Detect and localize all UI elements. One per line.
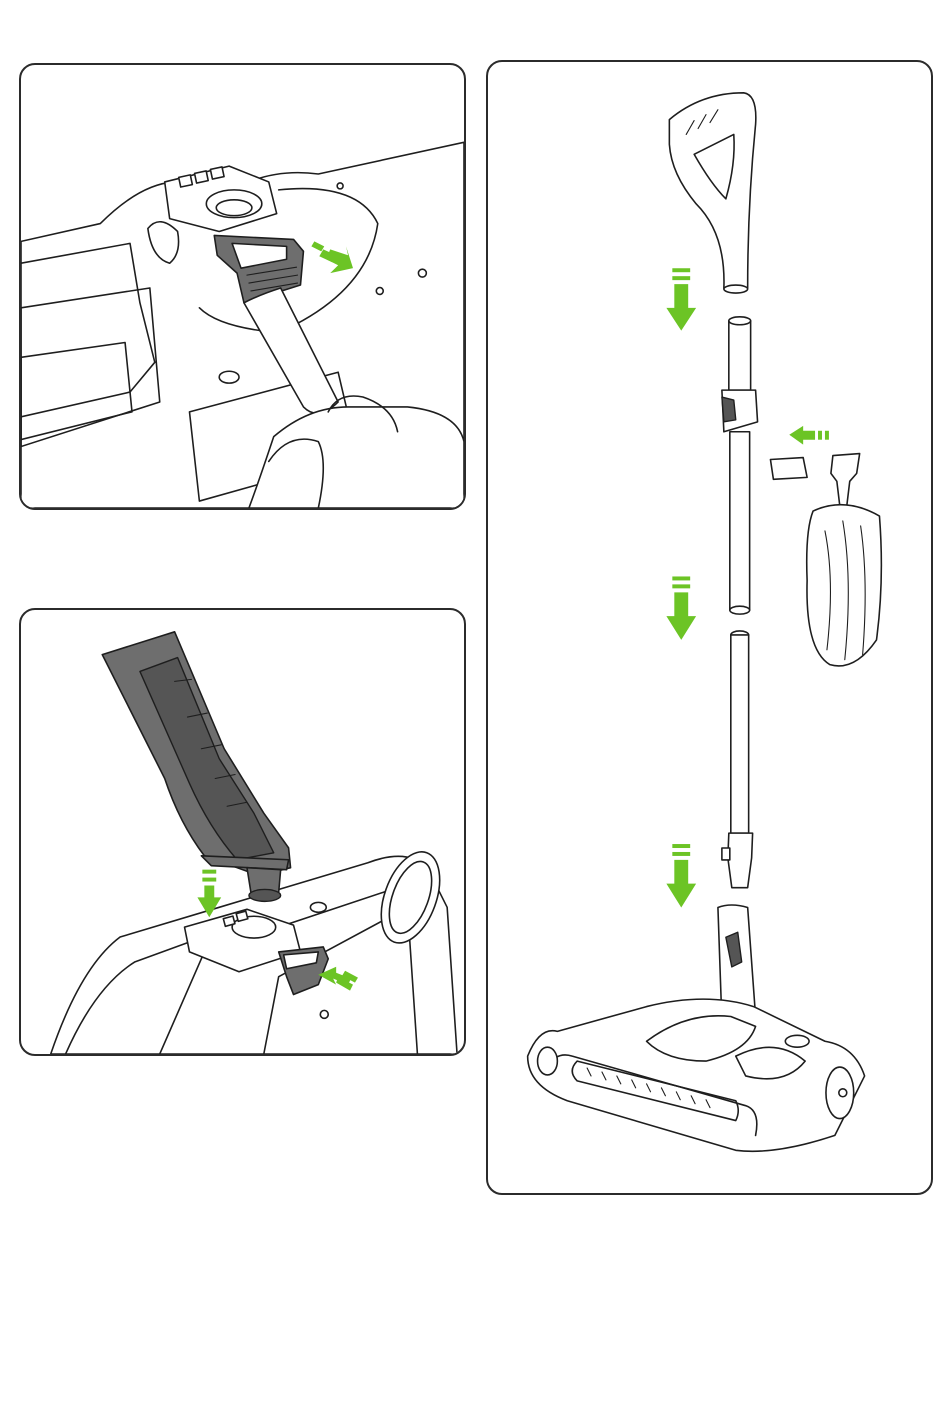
screw-hole [376, 287, 383, 294]
vent-slot [210, 167, 224, 179]
front-cap [538, 1047, 558, 1075]
wheel-hub [839, 1089, 847, 1097]
vent-slot [179, 175, 193, 187]
tube-connector [728, 833, 753, 888]
panel-handle-insertion [19, 608, 466, 1056]
vent-slot [223, 916, 235, 926]
duster-handle [831, 454, 860, 507]
handle-end [724, 285, 748, 293]
arrow-body [789, 426, 815, 445]
panel-stick-assembly [486, 60, 933, 1195]
vent-slot [236, 911, 248, 921]
arrow-bar [202, 878, 216, 882]
screw-hole [337, 183, 343, 189]
screw-hole [310, 902, 326, 912]
vent-slot [195, 171, 209, 183]
stick-assembly-illustration [488, 62, 931, 1193]
handle-stem [247, 868, 281, 893]
arrow-left-icon [789, 426, 829, 445]
arrow-bar [818, 431, 822, 440]
middle-tube [730, 432, 750, 610]
panel-handle-release [19, 63, 466, 510]
duster-adapter [770, 458, 807, 480]
top-handle [669, 93, 755, 288]
upper-tube [729, 321, 751, 390]
arrow-bar [672, 576, 690, 580]
screw-hole [418, 269, 426, 277]
screw-hole [320, 1010, 328, 1018]
tube-end [729, 317, 751, 325]
tube-end [730, 606, 750, 614]
arrow-bar [672, 844, 690, 848]
arrow-down-icon [666, 268, 696, 330]
arrow-down-icon [666, 844, 696, 907]
arrow-down-icon [666, 576, 696, 639]
screw-hole [219, 371, 239, 383]
arrow-body [666, 284, 696, 331]
handle-insertion-illustration [21, 610, 464, 1054]
connector-latch [722, 848, 730, 860]
arrow-bar [672, 276, 690, 280]
lower-tube [731, 635, 749, 833]
arrow-body [666, 860, 696, 908]
arrow-bar [672, 268, 690, 272]
arrow-bar [672, 852, 690, 856]
arrow-body [666, 592, 696, 640]
arrow-bar [202, 870, 216, 874]
stem-tip [249, 889, 281, 901]
power-switch [785, 1035, 809, 1047]
arrow-bar [672, 584, 690, 588]
adjuster-button [722, 397, 736, 422]
socket-opening [206, 190, 261, 218]
handle-release-illustration [21, 65, 464, 508]
arrow-bar [825, 431, 829, 440]
